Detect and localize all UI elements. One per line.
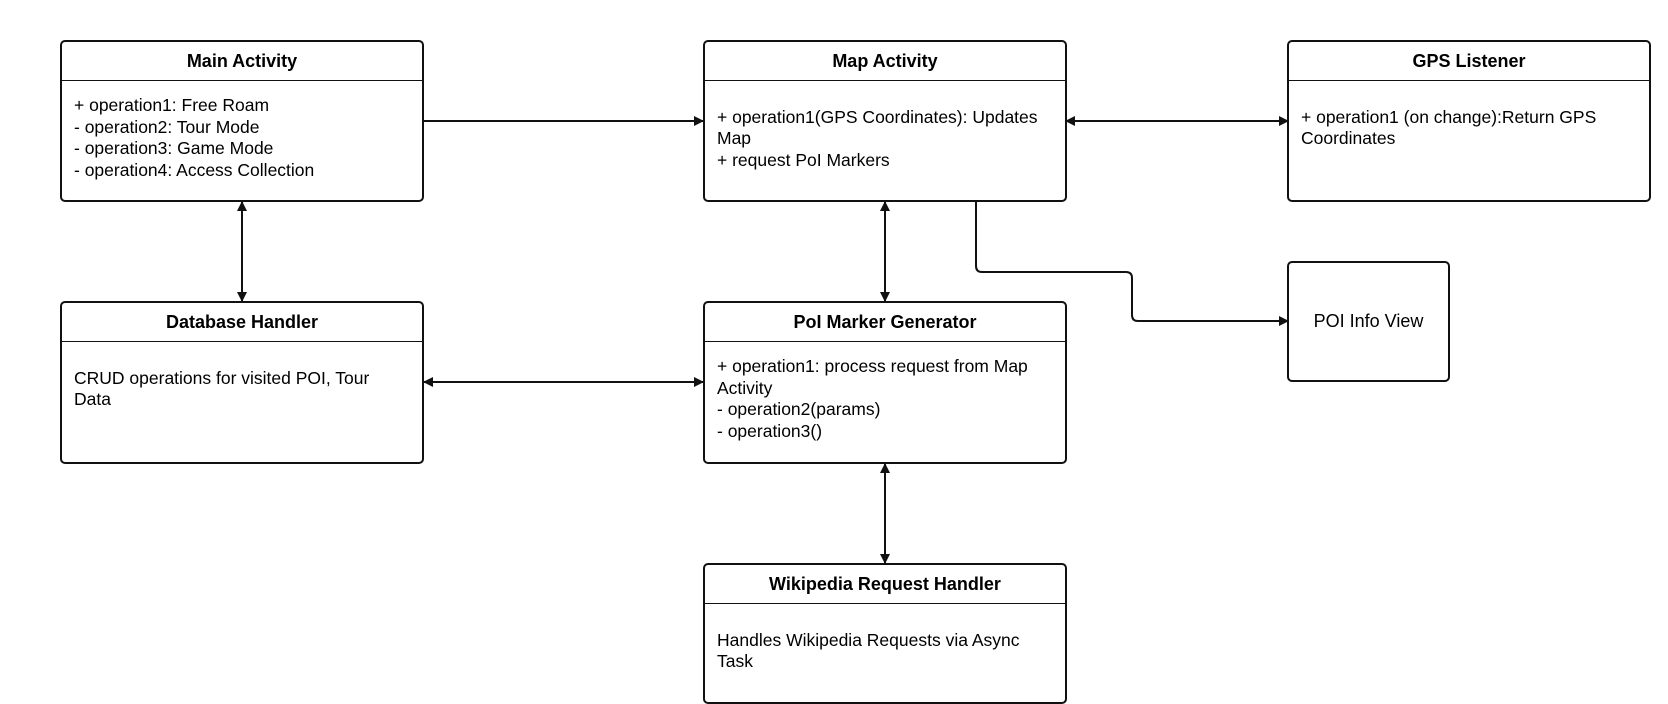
poi-marker-generator-box[interactable]: PoI Marker Generator + operation1: proce… (703, 301, 1067, 464)
gps-listener-operations: + operation1 (on change):Return GPS Coor… (1301, 106, 1597, 149)
main-activity-operations: + operation1: Free Roam - operation2: To… (74, 95, 315, 180)
main-activity-title: Main Activity (62, 42, 422, 81)
database-handler-title: Database Handler (62, 303, 422, 342)
arrow-map-to-poi-info (975, 202, 1289, 326)
map-activity-title: Map Activity (705, 42, 1065, 81)
database-handler-box[interactable]: Database Handler CRUD operations for vis… (60, 301, 424, 464)
database-handler-description: CRUD operations for visited POI, Tour Da… (74, 367, 370, 410)
wikipedia-request-handler-title: Wikipedia Request Handler (705, 565, 1065, 604)
gps-listener-box[interactable]: GPS Listener + operation1 (on change):Re… (1287, 40, 1651, 202)
map-activity-box[interactable]: Map Activity + operation1(GPS Coordinate… (703, 40, 1067, 202)
poi-marker-generator-title: PoI Marker Generator (705, 303, 1065, 342)
wikipedia-request-handler-box[interactable]: Wikipedia Request Handler Handles Wikipe… (703, 563, 1067, 704)
poi-marker-generator-operations: + operation1: process request from Map A… (717, 356, 1028, 441)
main-activity-box[interactable]: Main Activity + operation1: Free Roam - … (60, 40, 424, 202)
gps-listener-title: GPS Listener (1289, 42, 1649, 81)
wikipedia-request-handler-description: Handles Wikipedia Requests via Async Tas… (717, 629, 1020, 672)
poi-info-view-box[interactable]: POI Info View (1287, 261, 1450, 382)
map-activity-operations: + operation1(GPS Coordinates): Updates M… (717, 106, 1038, 170)
poi-info-view-label: POI Info View (1313, 311, 1424, 331)
